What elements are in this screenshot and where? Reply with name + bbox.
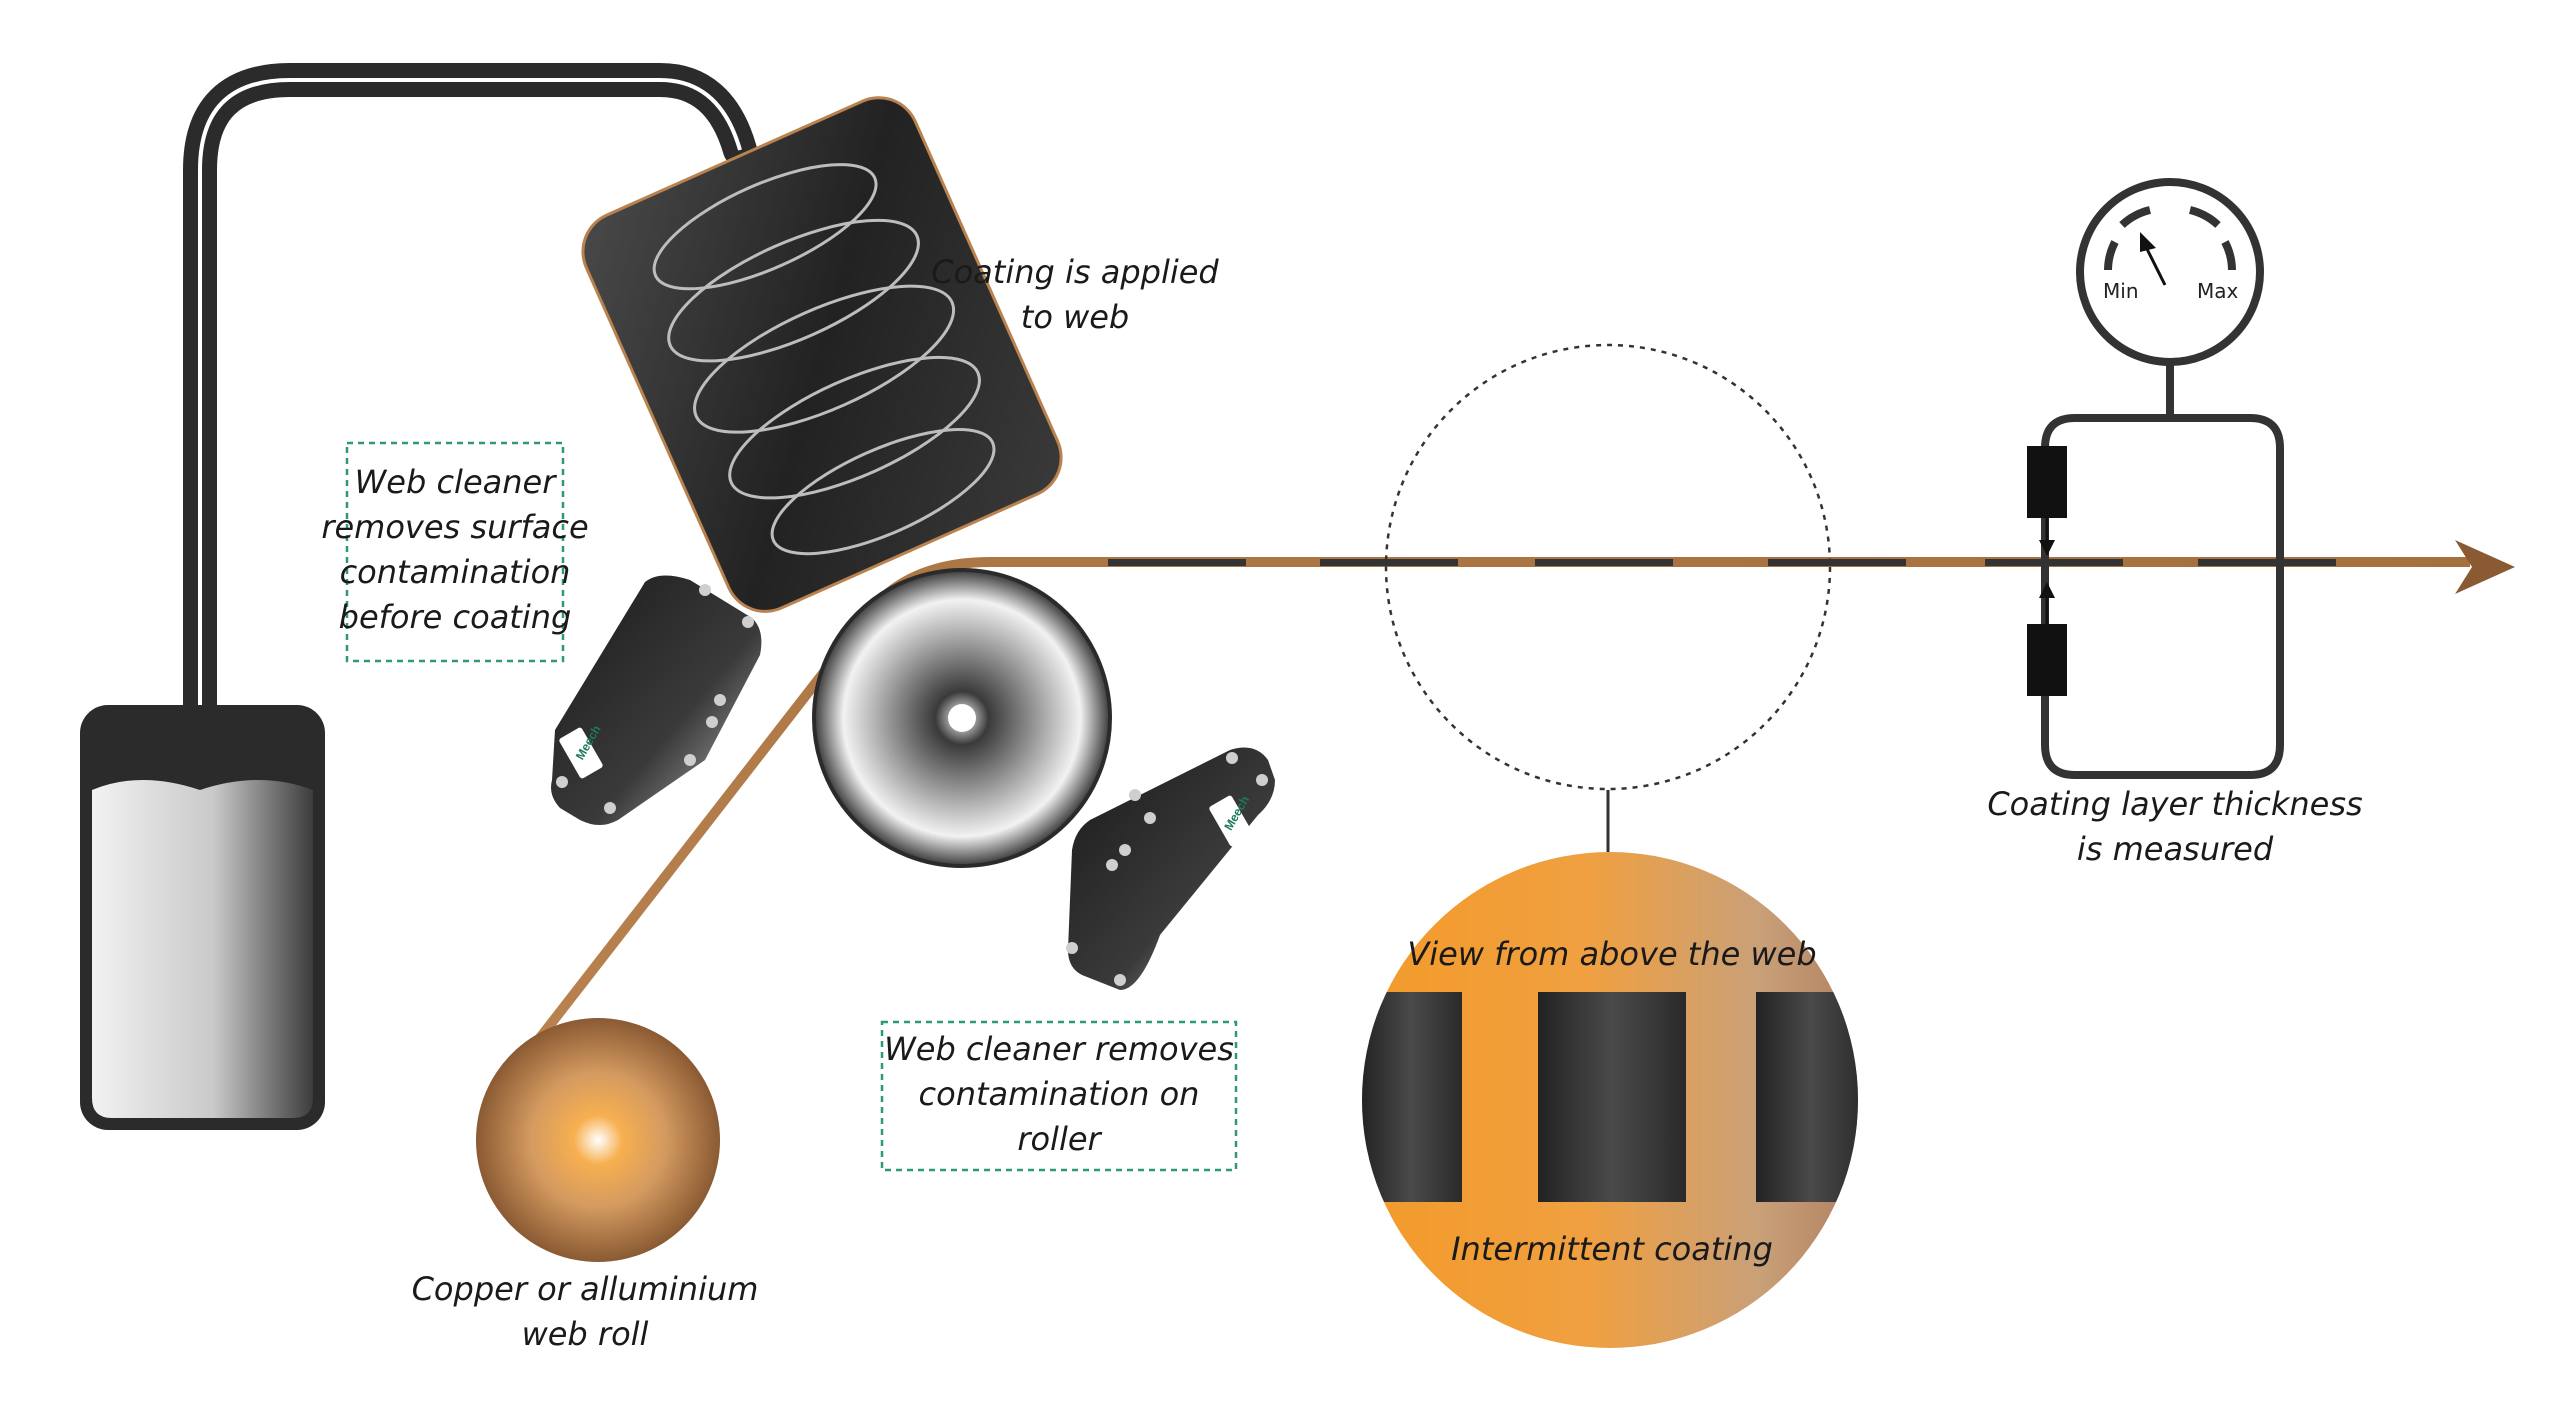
web-cleaner-left: Meech: [551, 575, 762, 825]
gauge-min-label: Min: [2103, 279, 2139, 303]
gauge-needle-icon: [2140, 232, 2156, 252]
svg-text:Web cleaner removes: Web cleaner removes: [884, 1030, 1234, 1068]
label-thickness: Coating layer thickness is measured: [1987, 785, 2362, 868]
label-coating-applied: Coating is applied to web: [931, 253, 1219, 336]
label-web-roll: Copper or alluminium web roll: [412, 1270, 759, 1353]
svg-text:removes surface: removes surface: [321, 508, 588, 546]
coating-tank: [80, 705, 325, 1130]
web-direction-arrow-icon: [2455, 540, 2515, 594]
sensor-top: [2027, 446, 2067, 518]
sensor-bottom: [2027, 624, 2067, 696]
svg-text:Copper or alluminium: Copper or alluminium: [412, 1270, 759, 1308]
label-box-roller: [880, 1020, 1238, 1172]
sensor-arrow-down-icon: [2039, 540, 2055, 556]
supply-pipe: [183, 63, 757, 807]
svg-text:web roll: web roll: [522, 1315, 649, 1353]
svg-text:contamination on: contamination on: [919, 1075, 1200, 1113]
intermittent-coating-label: Intermittent coating: [1451, 1230, 1773, 1268]
svg-text:contamination: contamination: [340, 553, 571, 591]
label-web-cleaner-surface: Web cleaner removes surface contaminatio…: [321, 463, 588, 636]
svg-text:to web: to web: [1021, 298, 1129, 336]
sensor-arrow-up-icon: [2039, 582, 2055, 598]
gauge-max-label: Max: [2197, 279, 2239, 303]
zoom-patch: [1756, 992, 1858, 1202]
zoom-indicator: [1384, 343, 1832, 852]
thickness-gauge: Min Max: [2027, 178, 2284, 779]
coating-patches: [1108, 559, 2336, 566]
label-box-surface: [345, 441, 565, 663]
svg-text:Coating is applied: Coating is applied: [931, 253, 1219, 291]
coating-roller: [812, 568, 1112, 868]
web-roll: [476, 1018, 720, 1262]
zoom-view: View from above the web Intermittent coa…: [1362, 852, 1858, 1348]
zoom-patch: [1538, 992, 1686, 1202]
view-above-label: View from above the web: [1407, 935, 1816, 973]
web-cleaner-right: Meech: [1066, 747, 1275, 990]
svg-text:before coating: before coating: [339, 598, 572, 636]
svg-text:Coating layer thickness: Coating layer thickness: [1987, 785, 2362, 823]
svg-text:roller: roller: [1017, 1120, 1102, 1158]
coating-applicator: [581, 96, 1063, 613]
zoom-patch: [1362, 992, 1462, 1202]
label-web-cleaner-roller: Web cleaner removes contamination on rol…: [884, 1030, 1234, 1158]
svg-text:Web cleaner: Web cleaner: [355, 463, 558, 501]
svg-text:is measured: is measured: [2077, 830, 2274, 868]
